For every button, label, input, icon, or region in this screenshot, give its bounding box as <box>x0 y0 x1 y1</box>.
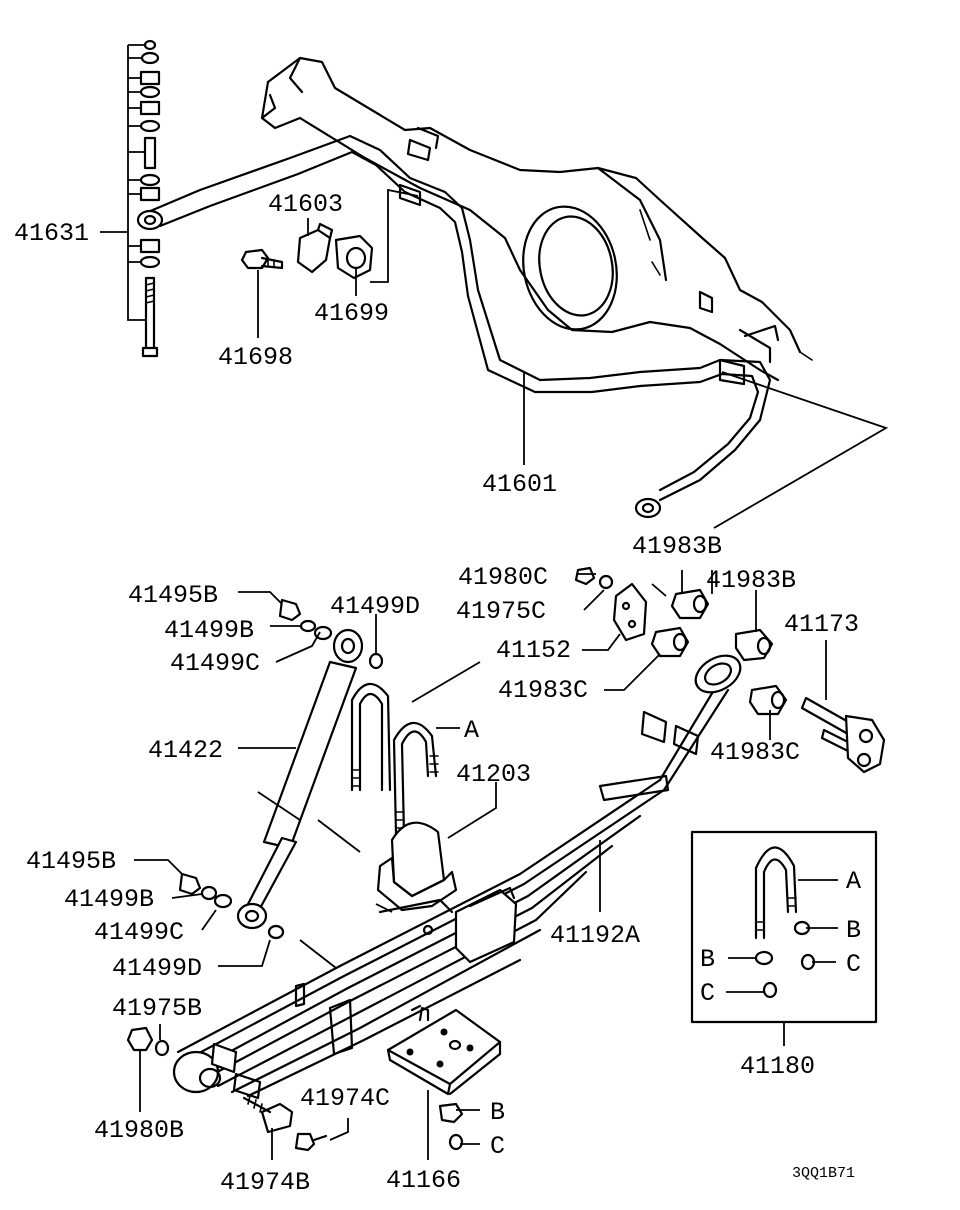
callout-41499C-top: 41499C <box>170 649 260 678</box>
callout-41166: 41166 <box>386 1166 461 1195</box>
callout-41983B-top: 41983B <box>632 532 722 561</box>
callout-41983C-right: 41983C <box>710 738 800 767</box>
spring-seat <box>376 821 458 912</box>
shock-absorber <box>178 598 384 940</box>
callout-41975C: 41975C <box>456 597 546 626</box>
u-bolts <box>350 682 439 836</box>
callout-41499C-bottom: 41499C <box>94 918 184 947</box>
leader-lines <box>100 188 889 1160</box>
callout-41698: 41698 <box>218 343 293 372</box>
callout-41983B-right: 41983B <box>706 566 796 595</box>
callout-41499D-bottom: 41499D <box>112 954 202 983</box>
kit-label-B-left: B <box>700 945 715 974</box>
kit-label-C-left: C <box>700 979 715 1008</box>
callout-A-ubolt: A <box>464 716 479 745</box>
callout-labels: 41631 41603 41699 41698 41601 41983B 419… <box>14 190 861 1197</box>
callout-41631: 41631 <box>14 219 89 248</box>
callout-41974B: 41974B <box>220 1168 310 1197</box>
callout-41192A: 41192A <box>550 921 640 950</box>
stabilizer-bushing-set <box>240 222 374 280</box>
kit-label-B-right: B <box>846 916 861 945</box>
callout-B-plate: B <box>490 1098 505 1127</box>
drawing-code: 3QQ1B71 <box>792 1165 855 1182</box>
stabilizer-bar <box>136 134 772 519</box>
callout-41152: 41152 <box>496 636 571 665</box>
callout-41980C: 41980C <box>458 563 548 592</box>
callout-41975B: 41975B <box>112 994 202 1023</box>
callout-41422: 41422 <box>148 736 223 765</box>
axle-housing <box>260 56 813 382</box>
callout-41495B-top: 41495B <box>128 581 218 610</box>
callout-41980B: 41980B <box>94 1116 184 1145</box>
kit-label-A: A <box>846 867 861 896</box>
callout-C-plate: C <box>490 1132 505 1161</box>
shackle-assembly <box>574 566 886 774</box>
callout-41495B-bottom: 41495B <box>26 847 116 876</box>
leaf-spring <box>172 654 742 1100</box>
rear-hardware <box>126 1026 464 1152</box>
callout-41499B-top: 41499B <box>164 616 254 645</box>
callout-41180: 41180 <box>740 1052 815 1081</box>
callout-41974C: 41974C <box>300 1084 390 1113</box>
callout-41499D-top: 41499D <box>330 592 420 621</box>
callout-41983C-left: 41983C <box>498 676 588 705</box>
callout-41601: 41601 <box>482 470 557 499</box>
spring-pad <box>386 1004 502 1096</box>
stabilizer-link-stack <box>127 39 161 358</box>
callout-41603: 41603 <box>268 190 343 219</box>
callout-41203: 41203 <box>456 760 531 789</box>
callout-41499B-bottom: 41499B <box>64 885 154 914</box>
callout-41699: 41699 <box>314 299 389 328</box>
kit-label-C-right: C <box>846 950 861 979</box>
callout-41173: 41173 <box>784 610 859 639</box>
